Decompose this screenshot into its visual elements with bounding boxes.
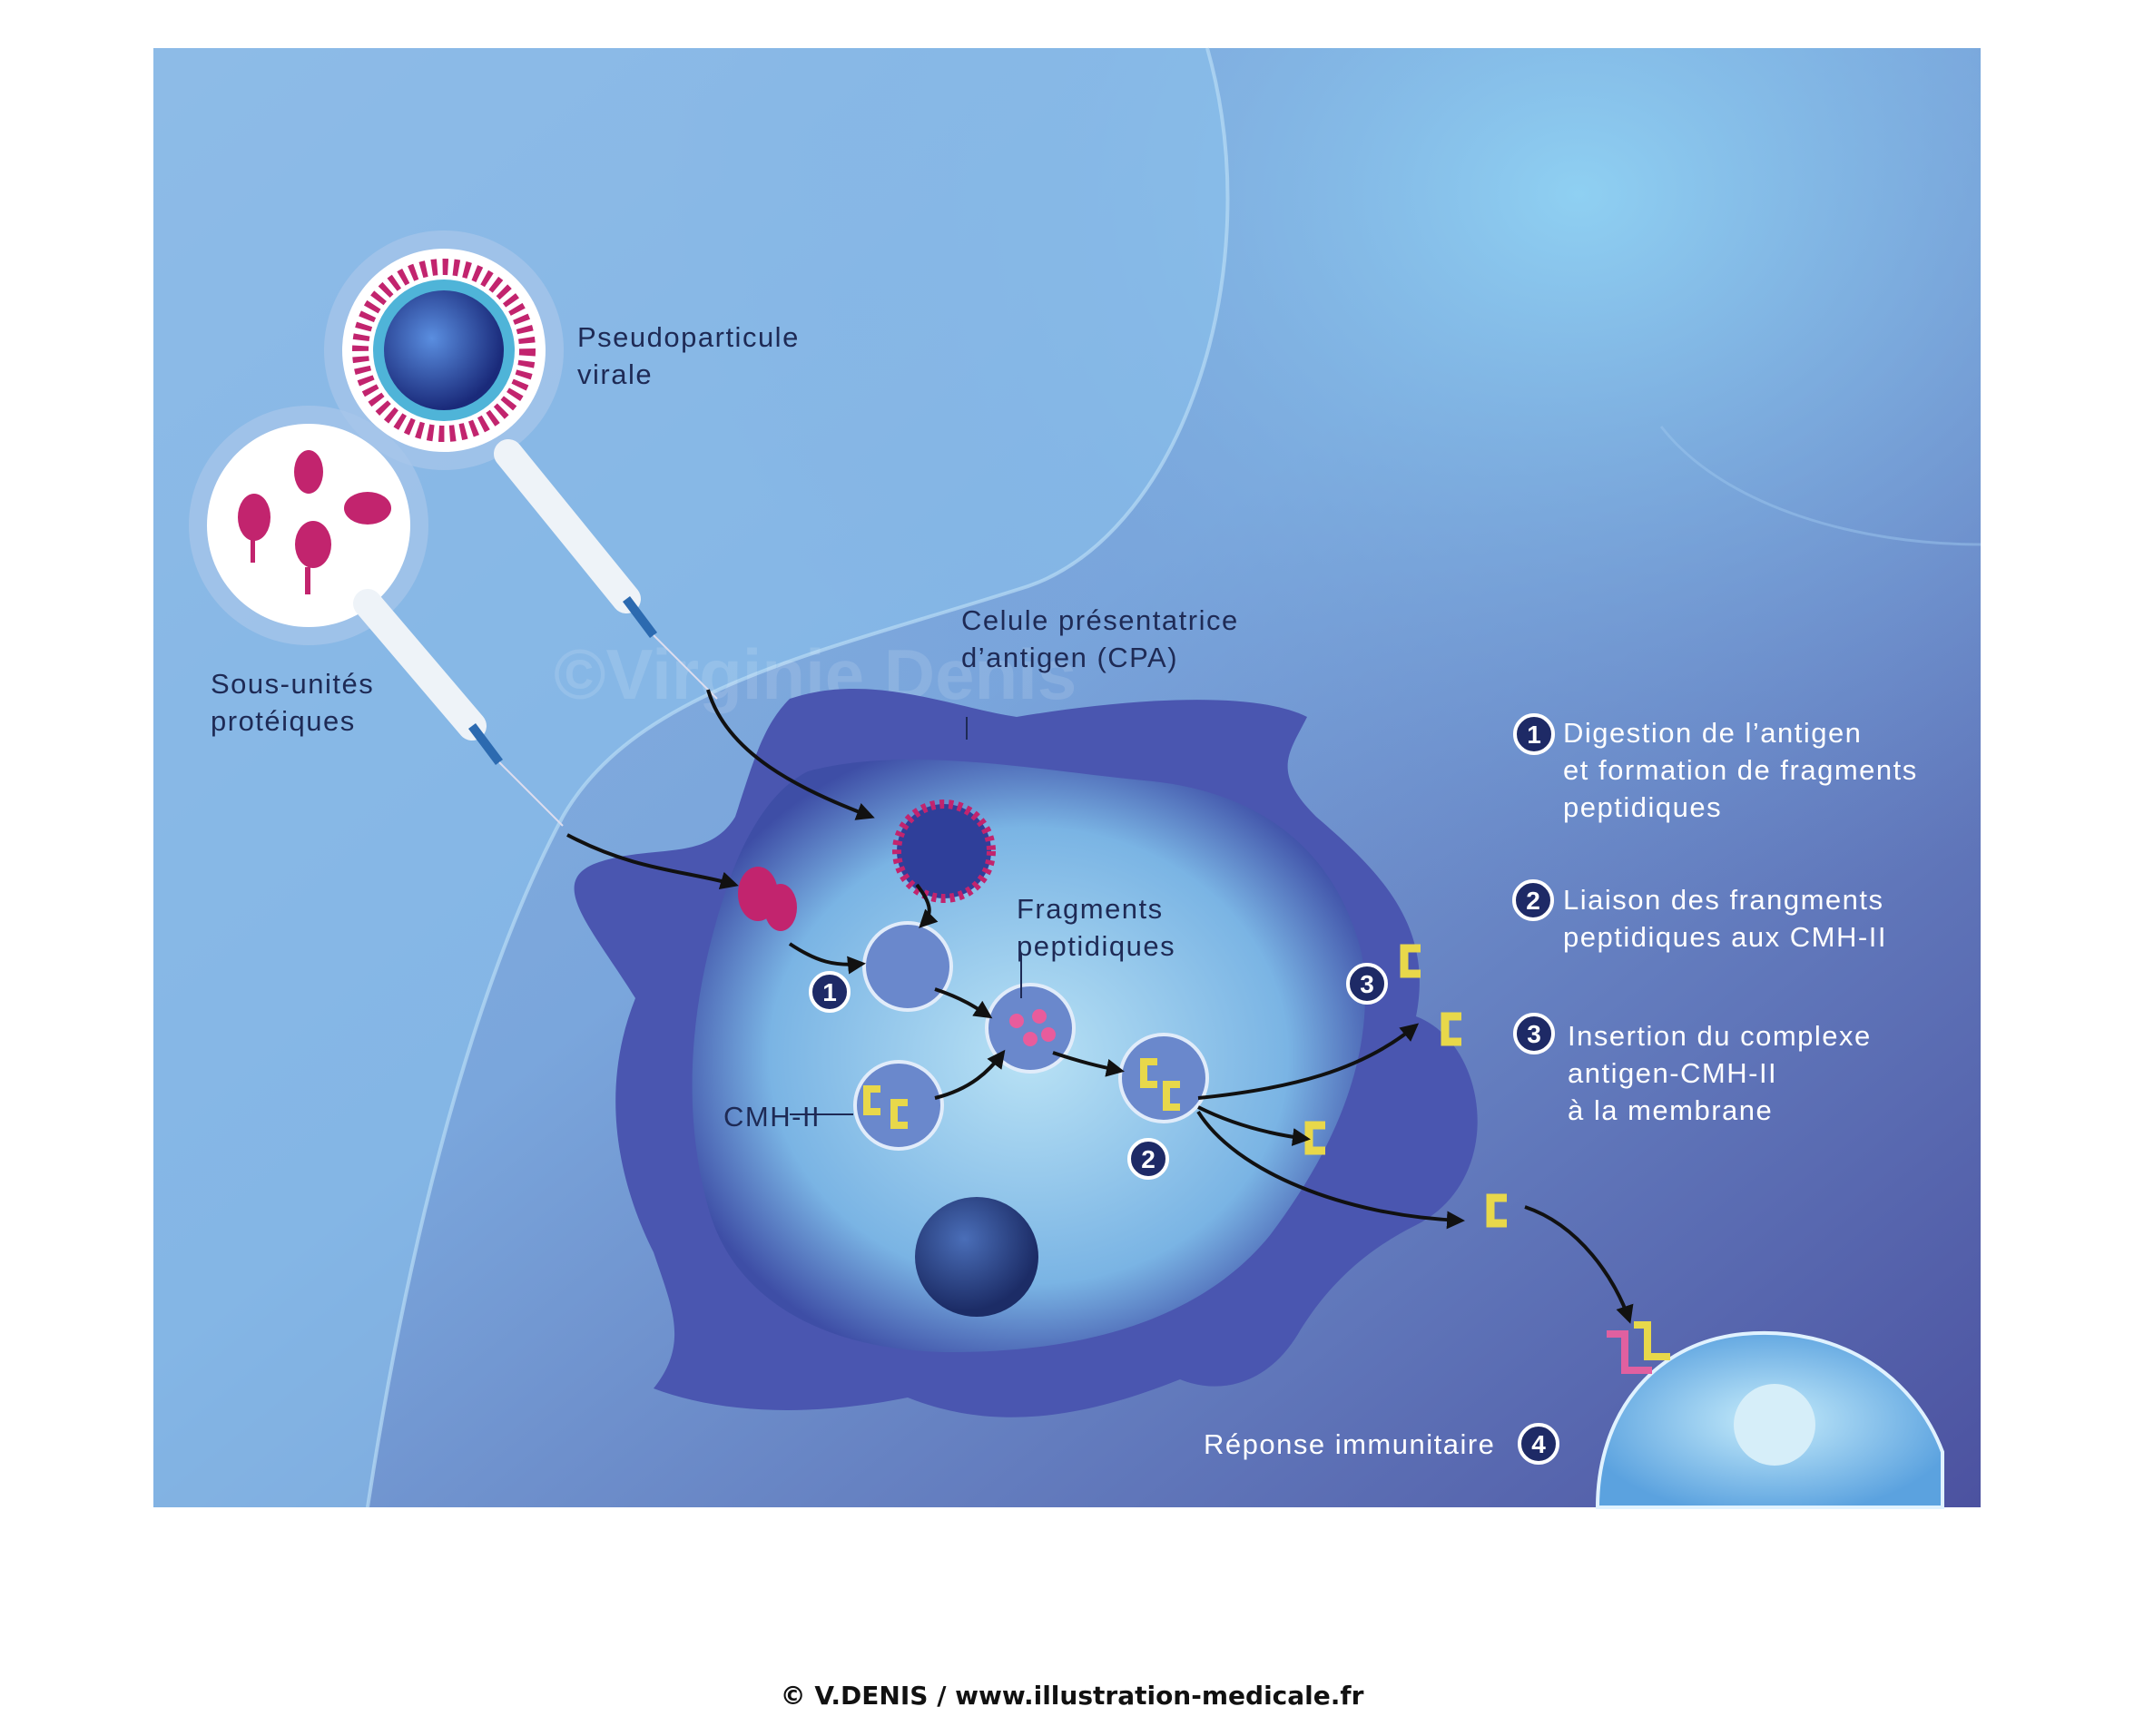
loading-vesicle (1118, 1033, 1209, 1123)
vlp-particle (384, 290, 504, 410)
digestion-vesicle (862, 921, 953, 1012)
svg-text:1: 1 (1527, 721, 1541, 749)
svg-text:4: 4 (1531, 1430, 1546, 1458)
svg-text:3: 3 (1360, 970, 1374, 998)
immune-response-label: Réponse immunitaire (1204, 1428, 1495, 1460)
copyright-footer: © V.DENIS / www.illustration-medicale.fr (780, 1681, 1364, 1711)
immune-cell (1595, 1321, 1944, 1509)
vlp-endocytosed (892, 799, 996, 903)
step-marker-3: 3 (1346, 963, 1388, 1005)
process-arrows (566, 689, 1634, 1324)
svg-text:1: 1 (822, 978, 837, 1006)
syringe-vlp (494, 439, 718, 700)
step-marker-1: 1 (809, 971, 851, 1013)
syringe-protein (353, 589, 564, 827)
svg-text:2: 2 (1526, 887, 1540, 915)
step-marker-2: 2 (1127, 1138, 1169, 1180)
peptide-fragments-vesicle (985, 983, 1076, 1074)
mhc-label: CMH-II (723, 1101, 821, 1133)
svg-text:2: 2 (1141, 1145, 1156, 1173)
protein-endocytosed (738, 867, 797, 931)
svg-text:3: 3 (1527, 1020, 1541, 1048)
step-marker-4: 4 (1518, 1423, 1559, 1465)
vlp-inset (324, 230, 564, 470)
protein-subunit-inset (189, 406, 428, 645)
nucleus (915, 1197, 1038, 1317)
neck-contour (1659, 426, 1982, 546)
